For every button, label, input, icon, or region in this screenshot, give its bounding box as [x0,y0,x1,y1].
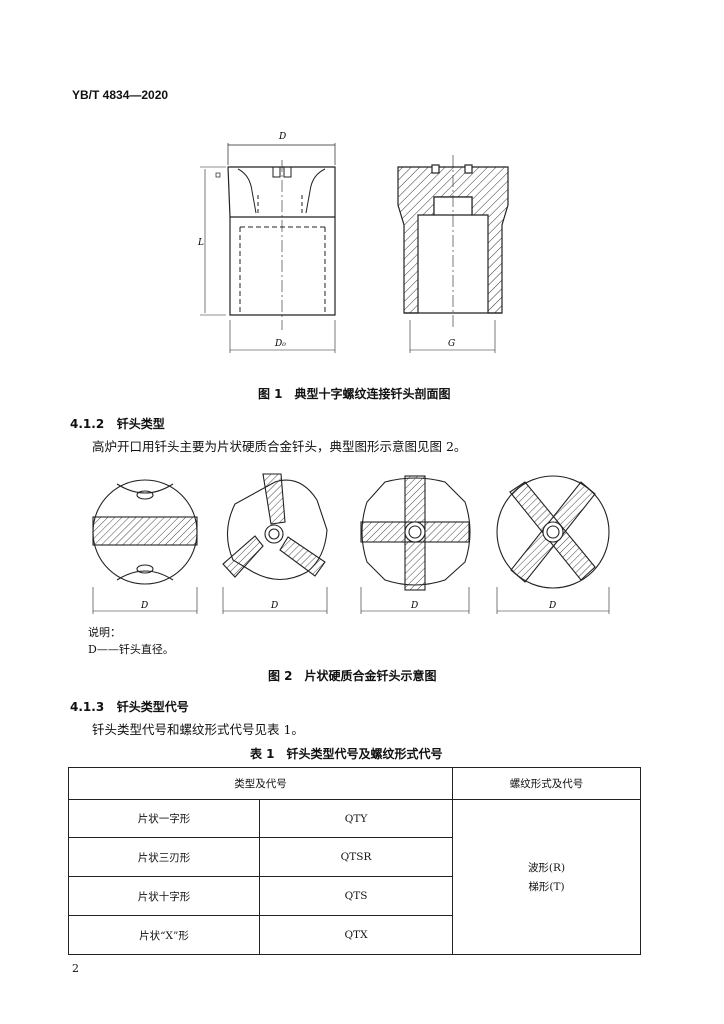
thread-forms: 波形(R) 梯形(T) [452,799,641,955]
type-code: QTS [259,876,453,916]
fig2-label-d4: D [548,601,556,611]
section-4-1-3-text: 钎头类型代号和螺纹形式代号见表 1。 [92,722,304,737]
table-1: 类型及代号 螺纹形式及代号 片状一字形 QTY 波形(R) 梯形(T) 片状三刃… [68,767,641,955]
figure-2-drawing: D D D D [92,473,610,614]
bit-x-shape [496,475,610,614]
legend-item: D——钎头直径。 [88,643,174,656]
header-type: 类型及代号 [68,767,453,800]
table-row: 片状三刃形 QTSR [68,837,641,877]
section-number: 4.1.2 [70,417,105,431]
legend-title: 说明： [88,626,121,639]
thread-form-wave: 波形(R) [527,862,566,874]
fig1-section-view [397,155,509,353]
type-code: QTY [259,799,453,838]
section-4-1-3-heading: 4.1.3 钎头类型代号 [70,698,189,715]
fig1-label-l: L [197,238,204,248]
type-code: QTSR [259,837,453,877]
type-name: 片状一字形 [68,799,260,838]
type-code: QTX [259,915,453,955]
page-number: 2 [72,962,79,975]
fig2-label-d1: D [140,601,148,611]
fig1-label-d: D [278,132,286,142]
section-title: 钎头类型代号 [116,700,189,714]
bit-three-blade [222,473,328,614]
bit-cross [360,475,471,614]
figure-1-drawing: D L D₀ G [197,132,509,353]
figure-2-caption: 图 2 片状硬质合金钎头示意图 [268,669,437,683]
section-4-1-2-heading: 4.1.2 钎头类型 [70,415,165,432]
table-row: 片状“X”形 QTX [68,915,641,955]
table-row: 片状一字形 QTY 波形(R) 梯形(T) [68,799,641,955]
section-4-1-2-text: 高炉开口用钎头主要为片状硬质合金钎头，典型图形示意图见图 2。 [92,439,467,454]
bit-one-line [92,479,198,614]
thread-form-trapezoid: 梯形(T) [528,881,565,893]
fig2-label-d3: D [410,601,418,611]
type-name: 片状三刃形 [68,837,260,877]
fig1-external-view [200,143,336,353]
section-number: 4.1.3 [70,700,105,714]
fig1-label-d0: D₀ [274,339,286,349]
fig1-label-g: G [448,339,455,349]
type-name: 片状十字形 [68,876,260,916]
standard-code: YB/T 4834—2020 [72,88,169,102]
fig2-label-d2: D [270,601,278,611]
figure-1-caption: 图 1 典型十字螺纹连接钎头剖面图 [258,387,451,401]
section-title: 钎头类型 [116,417,165,431]
header-thread: 螺纹形式及代号 [452,767,641,800]
table-1-caption: 表 1 钎头类型代号及螺纹形式代号 [250,747,443,761]
type-name: 片状“X”形 [68,915,260,955]
